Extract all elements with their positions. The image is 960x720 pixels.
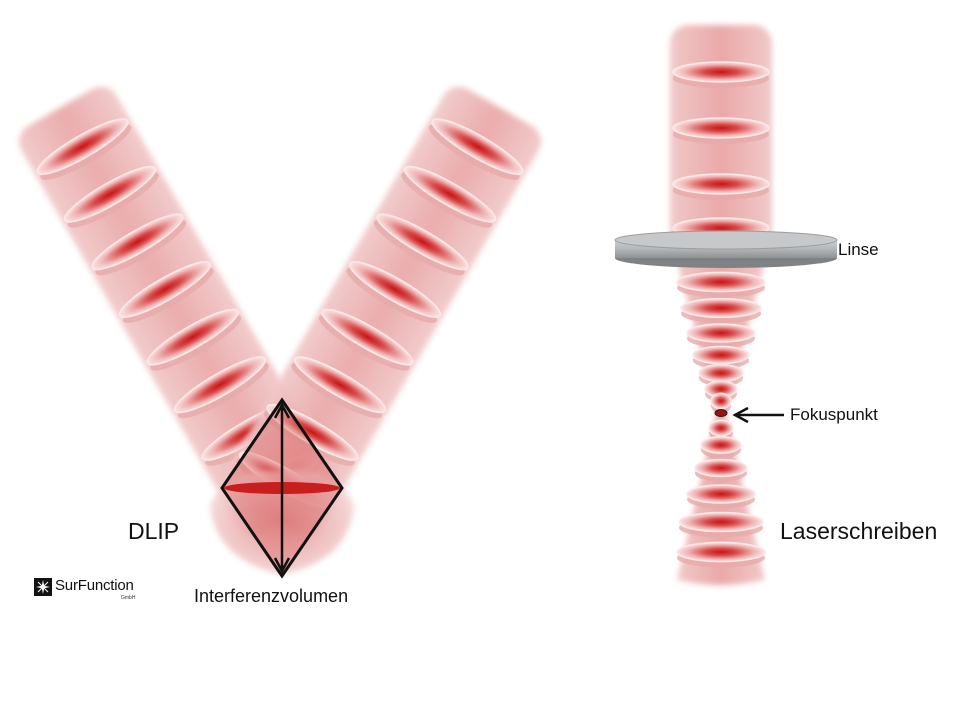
- beam-disk: [710, 392, 732, 414]
- focus-arrow: [732, 406, 784, 424]
- beam-disk: [63, 165, 159, 228]
- beam-disk: [672, 117, 770, 144]
- beam-disk: [686, 323, 756, 348]
- beam-disk: [672, 61, 770, 88]
- beam-disk: [118, 261, 214, 323]
- beam-disk: [428, 118, 524, 180]
- interferenzvolumen-label: Interferenzvolumen: [194, 586, 349, 606]
- beam-disk: [694, 458, 748, 482]
- beam-disk: [672, 173, 770, 200]
- beam-disk: [91, 213, 187, 276]
- beam-disk: [318, 308, 414, 371]
- beam-disk: [146, 308, 242, 371]
- beam-disk: [686, 484, 756, 509]
- beam-disk: [373, 213, 469, 276]
- beam-disk: [401, 165, 497, 228]
- focus-point: [714, 409, 728, 417]
- laserschreiben-label: Laserschreiben: [780, 518, 938, 544]
- beam-disk: [36, 118, 132, 180]
- interference-diamond: [220, 397, 344, 579]
- beam-disk: [173, 356, 269, 419]
- surfunction-logo: SurFunction GmbH: [34, 577, 144, 604]
- logo-star-icon: [34, 578, 52, 596]
- beam-disk: [698, 363, 744, 387]
- beam-disk: [692, 345, 750, 369]
- logo-suffix: GmbH: [121, 595, 136, 601]
- logo-name: SurFunction: [55, 577, 134, 594]
- fokuspunkt-label: Fokuspunkt: [790, 405, 878, 424]
- laser-upper-beam: [670, 25, 772, 250]
- beam-disk: [676, 271, 766, 298]
- lens: [614, 230, 838, 268]
- beam-disk: [346, 261, 442, 323]
- laser-focus-beam: [676, 262, 766, 585]
- beam-disk: [291, 356, 387, 419]
- dlip-right-beam: [223, 86, 542, 536]
- beam-disk: [676, 541, 766, 568]
- dlip-label: DLIP: [128, 518, 180, 544]
- beam-disk: [680, 297, 762, 324]
- linse-label: Linse: [838, 240, 879, 259]
- beam-disk: [678, 511, 764, 538]
- beam-disk: [700, 436, 742, 459]
